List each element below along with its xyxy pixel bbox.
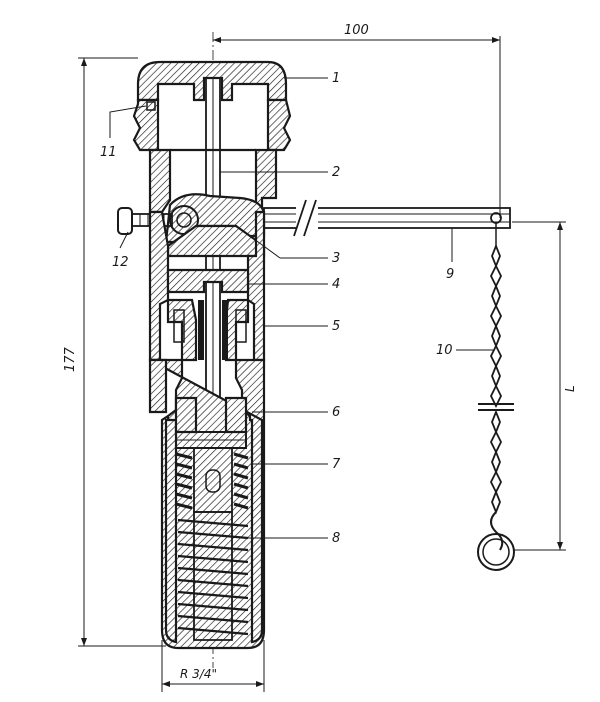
callout-4: 4 [332, 277, 340, 292]
body-lower [148, 358, 266, 650]
dimension-length-label: L [563, 385, 577, 392]
callout-6: 6 [332, 405, 340, 420]
thread-size-label: R 3/4" [180, 667, 217, 681]
callout-5: 5 [332, 319, 340, 334]
callout-7: 7 [332, 457, 341, 472]
callout-3: 3 [332, 251, 340, 266]
callout-8: 8 [332, 531, 340, 546]
callout-11: 11 [100, 145, 117, 160]
dimension-width-label: 100 [344, 23, 369, 38]
callout-9: 9 [446, 267, 454, 282]
body-upper [148, 148, 278, 214]
cap [132, 60, 292, 152]
callout-1: 1 [332, 71, 340, 86]
spring [175, 452, 249, 636]
callout-12: 12 [112, 255, 129, 270]
dimension-height-label: 177 [63, 346, 78, 372]
lever-head [164, 193, 266, 258]
dimension-lines [78, 36, 566, 692]
leader-lines [109, 77, 494, 539]
chain [477, 223, 515, 571]
lever-arm [263, 199, 511, 237]
callout-10: 10 [436, 343, 453, 358]
callout-2: 2 [332, 165, 340, 180]
